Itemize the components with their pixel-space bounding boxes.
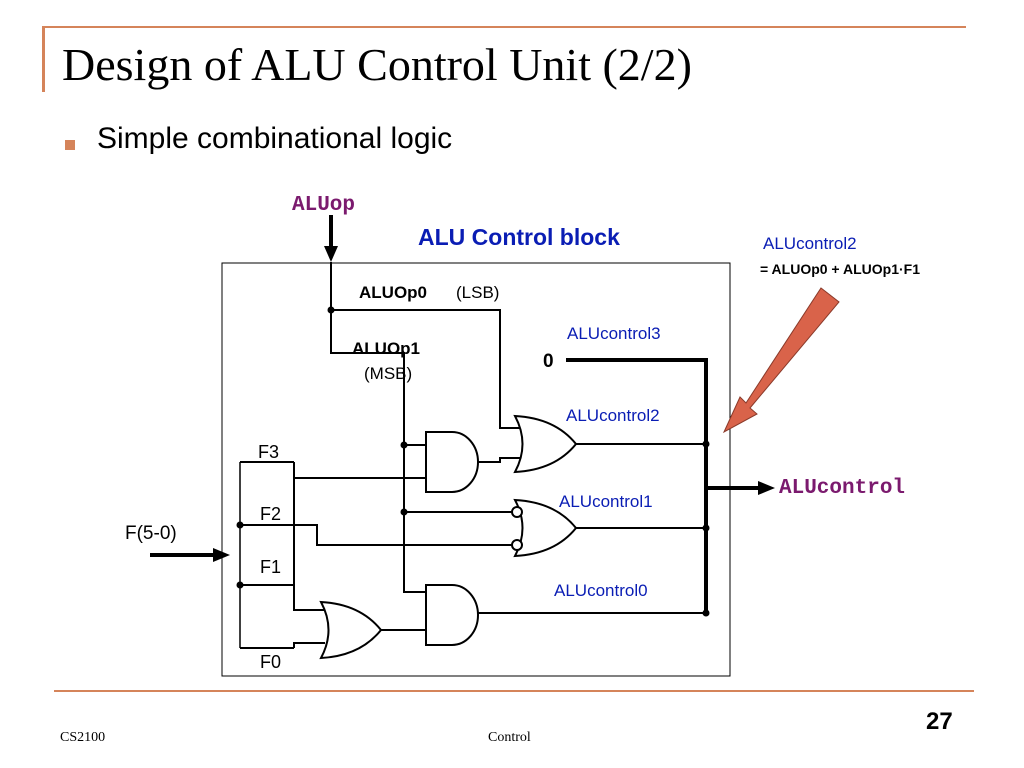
footer-divider bbox=[54, 690, 974, 692]
alucontrol2-label: ALUcontrol2 bbox=[566, 406, 660, 425]
footer-topic: Control bbox=[488, 730, 531, 745]
aluop0-label: ALUOp0 bbox=[359, 283, 427, 302]
page-number: 27 bbox=[926, 708, 953, 735]
aluop1-label: ALUOp1 bbox=[352, 339, 420, 358]
output-arrow-head-icon bbox=[758, 481, 775, 495]
f-input-arrow-head-icon bbox=[213, 548, 230, 562]
f1-junction bbox=[236, 581, 244, 589]
aluop-label: ALUop bbox=[292, 194, 355, 217]
f0-wire bbox=[293, 642, 325, 648]
or-gate-alucontrol2 bbox=[513, 414, 578, 474]
bullet-text: Simple combinational logic bbox=[97, 122, 453, 155]
slide-title: Design of ALU Control Unit (2/2) bbox=[62, 39, 692, 90]
f-input-label: F(5-0) bbox=[125, 523, 177, 544]
control-block-outline bbox=[221, 262, 731, 677]
title-frame-horizontal bbox=[42, 26, 966, 28]
f0-label: F0 bbox=[260, 652, 281, 672]
footer-course: CS2100 bbox=[60, 730, 106, 745]
f3-label: F3 bbox=[258, 442, 279, 462]
bus-junction-0 bbox=[702, 609, 710, 617]
aluop1-junction-2 bbox=[400, 508, 408, 516]
or-gate-alucontrol1 bbox=[513, 498, 578, 558]
aluop1-note: (MSB) bbox=[364, 364, 412, 383]
title-frame-vertical bbox=[42, 26, 45, 92]
aluop1-wire bbox=[330, 310, 426, 593]
callout-arrow-icon bbox=[722, 287, 840, 434]
or-gate-f3-f0 bbox=[319, 600, 383, 660]
f2-label: F2 bbox=[260, 504, 281, 524]
aluop-arrow-head-icon bbox=[324, 246, 338, 262]
callout-name: ALUcontrol2 bbox=[763, 234, 857, 253]
f1-label: F1 bbox=[260, 557, 281, 577]
zero-constant-label: 0 bbox=[543, 351, 554, 372]
alucontrol-output-label: ALUcontrol bbox=[779, 477, 905, 500]
f3-wire bbox=[293, 462, 325, 611]
bus-junction-2 bbox=[702, 440, 710, 448]
callout-equation: = ALUOp0 + ALUOp1·F1 bbox=[760, 261, 920, 277]
inverter-bubble-1 bbox=[511, 506, 523, 518]
aluop0-note: (LSB) bbox=[456, 283, 499, 302]
aluop0-wire bbox=[330, 262, 520, 429]
and-gate-top bbox=[425, 431, 479, 493]
aluop1-junction-1 bbox=[400, 441, 408, 449]
f1-wire bbox=[293, 477, 426, 585]
bus-junction-1 bbox=[702, 524, 710, 532]
block-title: ALU Control block bbox=[418, 224, 620, 250]
f2-junction bbox=[236, 521, 244, 529]
alucontrol0-label: ALUcontrol0 bbox=[554, 581, 648, 600]
and-to-or-wire bbox=[478, 457, 520, 463]
f2-wire bbox=[294, 524, 515, 546]
alucontrol3-label: ALUcontrol3 bbox=[567, 324, 661, 343]
and-gate-bottom bbox=[425, 584, 479, 646]
alucontrol1-label: ALUcontrol1 bbox=[559, 492, 653, 511]
inverter-bubble-2 bbox=[511, 539, 523, 551]
bullet-square-icon bbox=[65, 140, 75, 150]
